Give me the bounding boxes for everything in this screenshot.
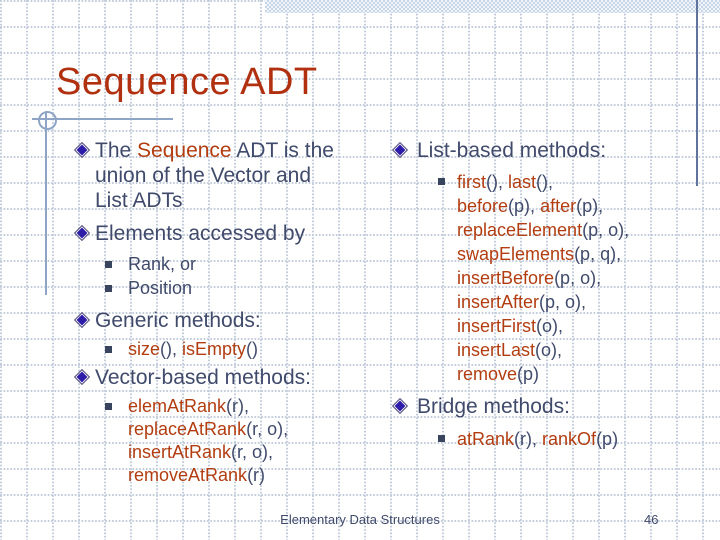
bullet-text: List-based methods:: [417, 139, 607, 162]
square-bullet-icon: [105, 403, 112, 410]
generic-sublist: size(), isEmpty(): [74, 338, 374, 361]
footer-course-title: Elementary Data Structures: [280, 512, 440, 527]
square-bullet-icon: [105, 261, 112, 268]
diamond-bullet-icon: [392, 142, 408, 158]
right-column: List-based methods: first(), last(),befo…: [392, 138, 707, 451]
diamond-bullet-icon: [74, 225, 90, 241]
bullet-text: Elements accessed by: [95, 222, 306, 245]
square-bullet-icon: [438, 178, 445, 185]
diamond-bullet-icon: [74, 142, 90, 158]
diamond-bullet-icon: [74, 369, 90, 385]
square-bullet-icon: [105, 285, 112, 292]
sub-bullet-text: Rank, or: [128, 254, 197, 274]
sub-bullet-rank: Rank, or: [105, 253, 374, 276]
list-methods-sublist: first(), last(),before(p), after(p),repl…: [392, 170, 707, 386]
sub-bullet-text: atRank(r), rankOf(p): [457, 429, 619, 449]
bullet-bridge-methods: Bridge methods:: [392, 394, 707, 419]
access-sublist: Rank, or Position: [74, 253, 374, 300]
left-accent-vline: [45, 112, 47, 295]
right-accent-vline: [696, 0, 698, 186]
sub-bullet-position: Position: [105, 277, 374, 300]
sub-bullet-text: Position: [128, 278, 193, 298]
sub-bullet-text: first(), last(),before(p), after(p),repl…: [457, 172, 630, 384]
sub-bullet-text: size(), isEmpty(): [128, 339, 259, 359]
bullet-generic-methods: Generic methods:: [74, 308, 374, 333]
bullet-elements-accessed: Elements accessed by: [74, 221, 374, 246]
page-number: 46: [644, 512, 659, 527]
bullet-text: Generic methods:: [95, 309, 261, 332]
page-title: Sequence ADT: [56, 61, 318, 103]
sub-bullet-text: elemAtRank(r),replaceAtRank(r, o),insert…: [128, 396, 289, 485]
bullet-text: Bridge methods:: [417, 395, 570, 418]
vector-sublist: elemAtRank(r),replaceAtRank(r, o),insert…: [74, 395, 374, 487]
sub-bullet-size-isempty: size(), isEmpty(): [105, 338, 374, 361]
bullet-list-methods: List-based methods:: [392, 138, 707, 163]
accent-circle: [38, 111, 57, 130]
bullet-vector-methods: Vector-based methods:: [74, 365, 374, 390]
square-bullet-icon: [438, 435, 445, 442]
square-bullet-icon: [105, 346, 112, 353]
bullet-text: Vector-based methods:: [95, 366, 311, 389]
sub-bullet-bridge-method-names: atRank(r), rankOf(p): [438, 427, 707, 451]
title-underline: [32, 118, 173, 120]
diamond-bullet-icon: [392, 398, 408, 414]
bridge-sublist: atRank(r), rankOf(p): [392, 427, 707, 451]
sub-bullet-list-method-names: first(), last(),before(p), after(p),repl…: [438, 170, 707, 386]
sub-bullet-atrank-methods: elemAtRank(r),replaceAtRank(r, o),insert…: [105, 395, 374, 487]
top-accent-band: [265, 0, 720, 13]
diamond-bullet-icon: [74, 312, 90, 328]
